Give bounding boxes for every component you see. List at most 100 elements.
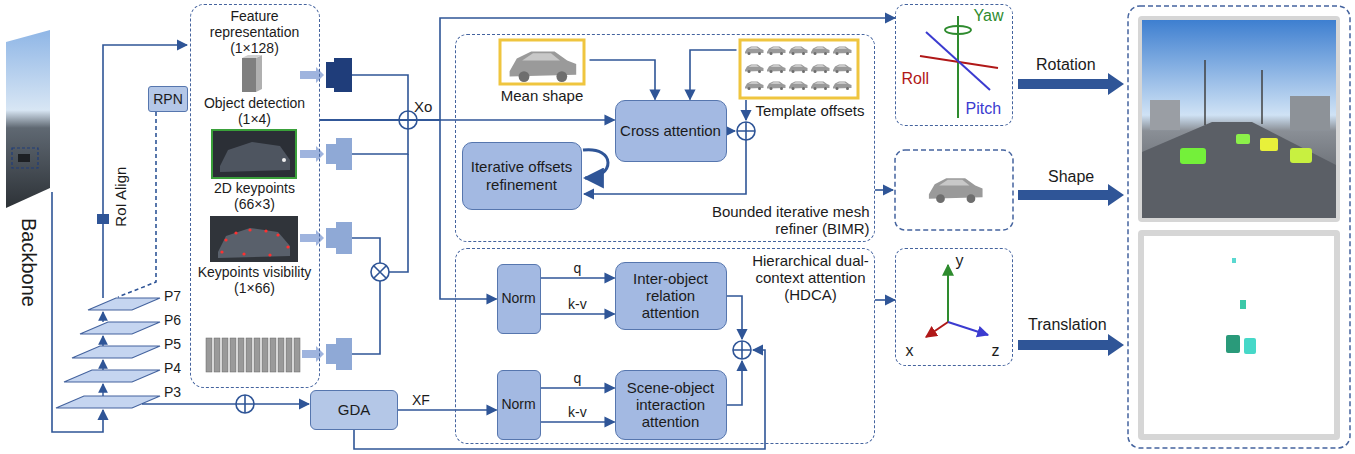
output-panel (1236, 134, 1250, 144)
label-text: P7 (164, 288, 181, 304)
template-image (745, 65, 764, 74)
input-photo (18, 154, 30, 162)
visibility-image (248, 228, 251, 231)
node-text: 2D keypoints (66×3) (194, 180, 316, 212)
visibility-image (264, 229, 267, 232)
feature-bar (242, 55, 262, 92)
translation-axes (926, 265, 988, 337)
feature-pyramid (64, 370, 160, 382)
template-image (811, 47, 830, 56)
connector (541, 313, 615, 315)
output-panel (1144, 236, 1334, 434)
head-block (336, 138, 352, 170)
feature-pyramid (56, 298, 160, 408)
label-text: Rotation (1036, 56, 1096, 74)
node-text: Feature representation (1×128) (194, 8, 316, 56)
visibility-image (210, 216, 298, 262)
node-text: Template offsets (756, 102, 872, 119)
edge-label: q (572, 261, 584, 276)
visibility-bars (246, 338, 252, 372)
output-panel (1142, 20, 1336, 218)
output-panel (1290, 96, 1330, 130)
shape-box (929, 178, 983, 203)
visibility-bars (270, 338, 276, 372)
feature-pyramid (88, 298, 160, 310)
output-panel (1290, 148, 1312, 163)
visibility-bars (286, 338, 292, 372)
output-panel (1261, 70, 1263, 124)
output-panel (1150, 100, 1180, 130)
template-image (811, 82, 830, 91)
node-text: Hierarchical dual-context attention (HDC… (750, 252, 872, 304)
p3-sum (236, 395, 254, 413)
visibility-image (220, 250, 223, 253)
roi-patch (97, 214, 109, 224)
visibility-bars (222, 338, 228, 372)
sum-symbol (737, 122, 755, 140)
label-text: P5 (164, 336, 181, 352)
edge-label: q (572, 371, 584, 386)
sum-symbol (733, 341, 751, 359)
node-text: y (956, 252, 970, 270)
feature-bar (242, 58, 256, 92)
connector (875, 299, 895, 301)
label-text: P6 (164, 312, 181, 328)
roi-wire (102, 224, 104, 298)
head-block (336, 338, 352, 370)
visibility-bars (254, 338, 260, 372)
product-symbol (371, 263, 389, 281)
p3-sum (254, 403, 309, 405)
node-text: Norm (501, 290, 535, 306)
product-symbol (374, 266, 386, 278)
process-box: Iterative offsets refinement (462, 142, 582, 210)
hdca-wire (727, 296, 742, 339)
p3-sum (142, 403, 236, 405)
template-image (767, 82, 786, 91)
input-photo (6, 30, 50, 208)
shape-box (895, 150, 1013, 230)
module-group: Bounded iterative mesh refiner (BIMR)Mea… (455, 34, 875, 242)
rotation-axes (957, 16, 959, 118)
node-text: Inter-object relation attention (619, 270, 723, 322)
output-panel (1244, 338, 1256, 354)
connector (541, 387, 615, 389)
visibility-bars (206, 338, 300, 372)
template-image (789, 65, 808, 74)
visibility-image (234, 231, 237, 234)
visibility-image (218, 228, 290, 258)
input-photo (12, 148, 38, 168)
output-panel (1180, 148, 1206, 164)
output-head-panel: Feature representation (1×128)Object det… (190, 4, 320, 388)
head-arrow (300, 67, 324, 362)
output-arrow (1018, 184, 1124, 206)
template-image (833, 65, 852, 74)
node-text: Yaw (974, 7, 1010, 25)
visibility-bars (230, 338, 236, 372)
template-image (745, 47, 764, 56)
visibility-image (210, 216, 298, 262)
label-text: RoI Align (112, 166, 129, 226)
bimr-wire (875, 189, 893, 191)
translation-axes (947, 265, 949, 322)
image-box: Template offsets (737, 38, 872, 124)
roi-patch (97, 214, 109, 224)
connector (541, 421, 615, 423)
head-block (326, 144, 336, 164)
output-arrow (1018, 73, 1124, 356)
visibility-bars (262, 338, 268, 372)
head-arrow (302, 346, 324, 362)
label-text: P4 (164, 360, 181, 376)
pyramid-arrows (102, 312, 103, 322)
output-panel (1260, 138, 1278, 151)
output-panel (1138, 16, 1340, 222)
edge-label: k-v (566, 405, 589, 420)
image-box: Mean shape (495, 38, 590, 106)
output-panel (1226, 335, 1240, 353)
keypoint-image (220, 142, 290, 172)
output-arrow (1018, 334, 1124, 356)
translation-axes (926, 322, 948, 337)
rotation-axes (945, 26, 971, 34)
output-panel (1128, 6, 1350, 448)
pyramid-arrows (102, 384, 103, 396)
rotation-box: RollYawPitch (895, 4, 1013, 126)
